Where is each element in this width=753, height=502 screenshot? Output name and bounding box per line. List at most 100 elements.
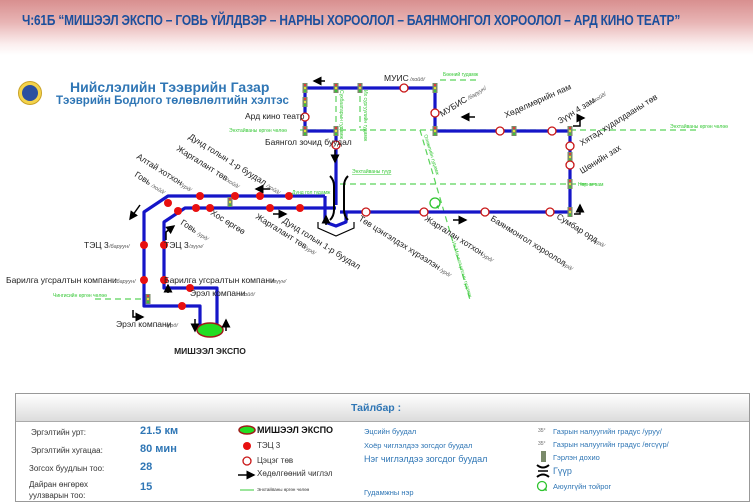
stop-label: Хос өргөө — [209, 207, 248, 236]
legend-point-label: Цэцэг төв — [257, 456, 294, 465]
two-way-stop-marker — [296, 204, 304, 212]
terminal-marker — [196, 322, 224, 338]
legend-slope-down: Газрын налуугийн градус /уруу/ — [553, 427, 662, 436]
street-label: Чингисийн өргөн чөлөө — [53, 292, 107, 299]
legend-street-line-label: Энхтайваны өргөн чөлөө — [257, 487, 310, 492]
arrow-icon — [573, 113, 586, 127]
one-way-stop-marker — [300, 112, 310, 122]
traffic-light-icon — [567, 207, 573, 217]
stop-label: Ард кино театр — [245, 111, 305, 121]
stop-label: МУБИС — [438, 94, 469, 119]
slope-up-icon: 35° — [538, 441, 546, 447]
street-label: Энхтайваны өргөн чөлөө — [670, 123, 728, 130]
stop-direction: /баруун/ — [114, 279, 136, 285]
traffic-light-icon — [567, 126, 573, 136]
route-map: МИШЭЭЛ ЭКСПО Ард кино театр Баянгол зочи… — [6, 71, 728, 356]
route-title: Ч:61Б “МИШЭЭЛ ЭКСПО – ГОВЬ ҮЙЛДВЭР – НАР… — [22, 13, 681, 29]
two-way-stop-marker — [140, 241, 148, 249]
two-way-stop-marker — [160, 276, 168, 284]
stop-direction: /урд/ — [438, 267, 453, 279]
roundabout-icon — [429, 197, 441, 209]
legend-symbols — [238, 425, 256, 491]
two-way-stop-marker — [178, 302, 186, 310]
stop-label: Эрэл компани — [116, 319, 172, 329]
two-way-stop-icon — [243, 442, 251, 450]
stop-direction: /урд/ — [195, 231, 210, 243]
stop-label: Эрэл компани — [190, 288, 246, 298]
slope-down-icon: 35° — [538, 428, 546, 434]
stop-direction: /урд/ — [480, 252, 495, 264]
arrow-icon — [165, 225, 176, 240]
stop-label: ТЭЦ 3 — [84, 240, 109, 250]
legend-traffic-light: Гэрлэн дохио — [553, 453, 600, 462]
two-way-stop-marker — [206, 204, 214, 212]
bridge-icon — [536, 464, 550, 478]
one-way-stop-marker — [331, 140, 341, 150]
logo-icon — [18, 81, 42, 105]
traffic-light-icon — [145, 83, 573, 304]
legend-street-name: Гудамжны нэр — [364, 488, 414, 497]
arrow-icon — [132, 310, 145, 322]
traffic-light-icon — [541, 451, 546, 462]
traffic-light-icon — [432, 126, 438, 136]
stop-direction: /зүүн/ — [271, 279, 287, 285]
traffic-light-icon — [567, 179, 573, 189]
arrow-icon — [574, 203, 585, 215]
two-way-stop-marker — [186, 284, 194, 292]
one-way-stop-marker — [545, 207, 555, 217]
one-way-stop-marker — [565, 141, 575, 151]
traffic-light-icon — [357, 83, 363, 93]
two-way-stop-marker — [285, 192, 293, 200]
legend-title: Тайлбар : — [351, 402, 402, 414]
traffic-light-icon — [511, 126, 517, 136]
direction-arrows — [129, 76, 586, 333]
street-label: Их сургуулийн гудамж — [362, 90, 369, 142]
stop-direction: /хойд/ — [149, 182, 167, 197]
terminal-icon — [238, 425, 256, 435]
two-way-stop-marker — [256, 192, 264, 200]
stop-direction: /урд/ — [591, 237, 606, 249]
stop-direction: /баруун/ — [466, 85, 488, 102]
legend-one-dir-stop: Нэг чиглэлдээ зогсдог буудал — [364, 454, 488, 464]
header-banner: Ч:61Б “МИШЭЭЛ ЭКСПО – ГОВЬ ҮЙЛДВЭР – НАР… — [0, 0, 753, 55]
legend-header — [16, 394, 749, 422]
one-way-stop-icon — [242, 456, 252, 466]
terminal-label: МИШЭЭЛ ЭКСПО — [174, 346, 246, 356]
traffic-light-icon — [302, 126, 308, 136]
legend-roundabout: Аюулгүйн тойрог — [553, 482, 612, 491]
one-way-stop-marker — [495, 126, 505, 136]
two-way-stop-marker — [160, 241, 168, 249]
stop-direction: /зүүн/ — [188, 244, 204, 250]
stat-value: 21.5 км — [140, 425, 179, 437]
stop-label: Шөнийн зах — [578, 142, 623, 176]
org-name: Нийслэлийн Тээврийн Газар — [70, 79, 270, 95]
one-way-stops — [300, 83, 575, 217]
stop-direction: /хойд/ — [239, 291, 255, 298]
legend-stop-label: ТЭЦ 3 — [257, 441, 281, 450]
stop-direction: /урд/ — [302, 245, 317, 257]
stop-label: Баянгол зочид буудал — [265, 137, 352, 147]
stat-label: Зогсох буудлын тоо: — [29, 464, 105, 473]
two-way-stop-marker — [266, 204, 274, 212]
one-way-stop-marker — [419, 207, 429, 217]
route-segment-north — [142, 194, 325, 327]
bridge-icon — [317, 175, 355, 237]
street-label: Нарны зам — [578, 182, 604, 188]
stat-label: Эргэлтийн урт: — [31, 428, 87, 437]
stat-value: 80 мин — [140, 443, 177, 455]
stop-label: Барилга угсралтын компани — [164, 275, 275, 285]
one-way-stop-marker — [361, 207, 371, 217]
two-way-stop-marker — [196, 192, 204, 200]
two-way-stop-marker — [140, 276, 148, 284]
traffic-light-icon — [333, 126, 339, 136]
street-label: Энхтайваны гүүр — [352, 168, 392, 175]
legend-slope-up: Газрын налуугийн градус /өгсүүр/ — [553, 440, 669, 449]
legend-direction-label: Хөдөлгөөний чиглэл — [257, 469, 333, 478]
stop-direction: /хойд/ — [590, 90, 608, 105]
two-way-stops — [140, 192, 304, 310]
one-way-stop-marker — [547, 126, 557, 136]
street-label: Сүхбаатарын гудамж — [338, 90, 344, 140]
stop-direction: /баруун/ — [108, 244, 130, 250]
stop-labels: Ард кино театр Баянгол зочид буудал МУИС… — [6, 73, 660, 329]
stop-label: Говь — [179, 217, 200, 235]
